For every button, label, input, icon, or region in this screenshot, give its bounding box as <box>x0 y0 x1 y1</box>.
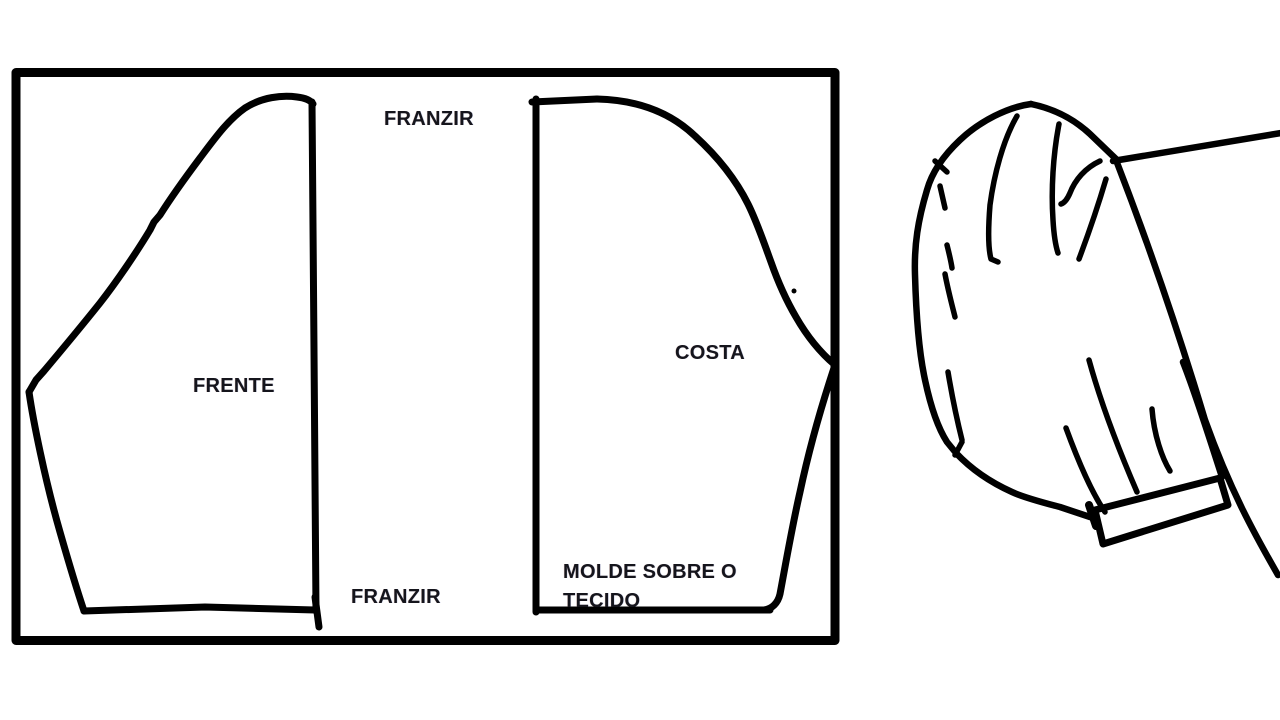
sleeve-outline <box>911 100 1094 521</box>
crease-dash-3 <box>945 369 965 443</box>
gather-line-1 <box>985 113 1020 265</box>
crease-dash-1 <box>944 242 955 271</box>
back-piece-shoulder-curve <box>593 95 839 369</box>
label-frente: FRENTE <box>193 375 275 397</box>
fabric-rectangle-border <box>11 68 840 645</box>
front-piece-curve <box>25 92 317 396</box>
label-molde-line1: MOLDE SOBRE O <box>563 561 737 583</box>
crease-dash-2 <box>942 271 958 320</box>
cuff-band <box>1091 474 1232 548</box>
sleeve-gather-lines <box>932 113 1173 515</box>
label-costa: COSTA <box>675 342 746 364</box>
sleeve-underarm-seam <box>1179 358 1226 481</box>
front-piece-right-edge <box>308 98 320 615</box>
shoulder-line <box>1109 129 1280 165</box>
gather-hook <box>1058 158 1103 207</box>
gather-line-4 <box>1086 357 1140 495</box>
label-molde-line2: TECIDO <box>563 590 641 612</box>
gather-line-3 <box>1076 176 1109 262</box>
front-piece-outline <box>25 92 323 631</box>
gather-line-5 <box>1149 406 1173 474</box>
outline-overshoot <box>952 439 965 458</box>
front-piece-bottom-edge <box>80 603 319 615</box>
outline-barb-2 <box>937 183 948 211</box>
cuff-junction-blob <box>1085 501 1100 530</box>
front-piece-side-seam <box>25 388 88 615</box>
sleeve-illustration <box>911 100 1280 579</box>
gather-line-2 <box>1049 121 1062 256</box>
back-piece-side-seam <box>760 361 839 614</box>
back-piece-outline <box>528 95 839 616</box>
sleeve-cap-right <box>1027 100 1120 163</box>
label-franzir-bottom: FRANZIR <box>351 586 441 608</box>
outline-barb-1 <box>932 158 950 175</box>
front-piece-bottom-nub <box>311 593 323 631</box>
back-piece-top-edge <box>528 95 601 106</box>
gather-line-6 <box>1063 425 1108 515</box>
stray-ink-dot <box>791 288 797 294</box>
label-franzir-top: FRANZIR <box>384 108 474 130</box>
